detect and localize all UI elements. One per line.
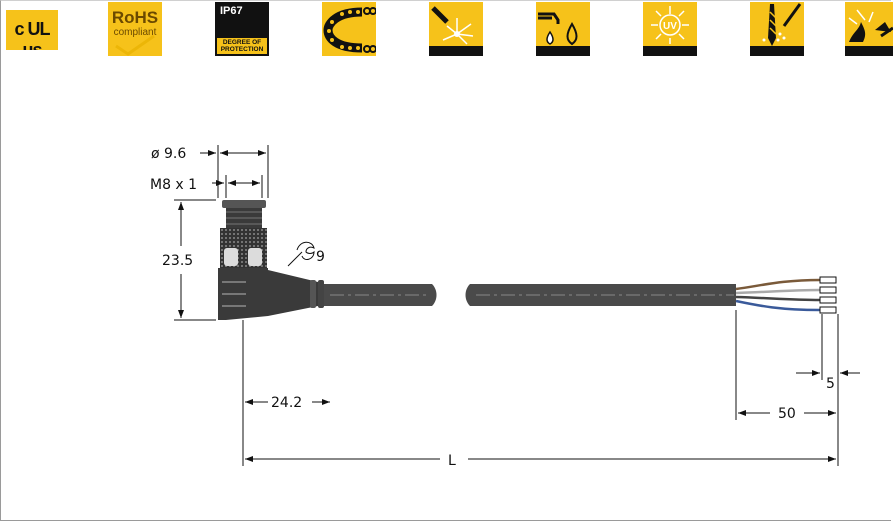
rohs-subtitle: compliant [113,27,157,38]
stripped-length-label: 50 [778,406,796,422]
ul-certification-icon: c UL us [6,10,58,50]
cable [324,284,736,306]
certification-icon-row: c UL us RoHS compliant IP67 DEGREE OF PR… [0,0,893,62]
uv-resistant-icon: UV [643,2,697,56]
rohs-compliant-icon: RoHS compliant [108,2,162,56]
rohs-title: RoHS [111,8,159,27]
svg-text:UV: UV [663,21,677,32]
ip-rating-title: IP67 [220,5,243,17]
uv-graphic: UV [643,6,697,56]
cutting-fluid-icon [750,2,804,56]
flame-graphic [845,9,893,56]
ferrule-length-label: 5 [826,376,835,392]
total-length-label: L [448,453,456,469]
wire-ferrules [819,276,837,314]
welding-graphic [429,6,483,56]
angled-connector [218,200,324,320]
cutting-fluid-graphic [750,3,804,56]
ip-rating-subtitle: DEGREE OF PROTECTION [220,39,264,53]
height-label: 23.5 [162,253,193,269]
rohs-check-mark [115,34,155,56]
flame-retardant-icon [845,2,893,56]
thread-label: M8 x 1 [150,177,197,193]
ip-rating-box: DEGREE OF PROTECTION [217,38,267,54]
ul-badge-text: c UL us [14,19,50,50]
wrench-icon [287,241,315,267]
diameter-label: ø 9.6 [151,146,186,162]
oil-graphic [536,12,590,56]
welding-spatter-icon [429,2,483,56]
oil-resistant-icon [536,2,590,56]
offset-label: 24.2 [271,395,302,411]
wrench-size-label: 9 [316,249,325,265]
ip67-protection-icon: IP67 DEGREE OF PROTECTION [215,2,269,56]
drag-chain-graphic [323,7,376,53]
drag-chain-icon [322,2,376,56]
stripped-wires [735,278,821,312]
